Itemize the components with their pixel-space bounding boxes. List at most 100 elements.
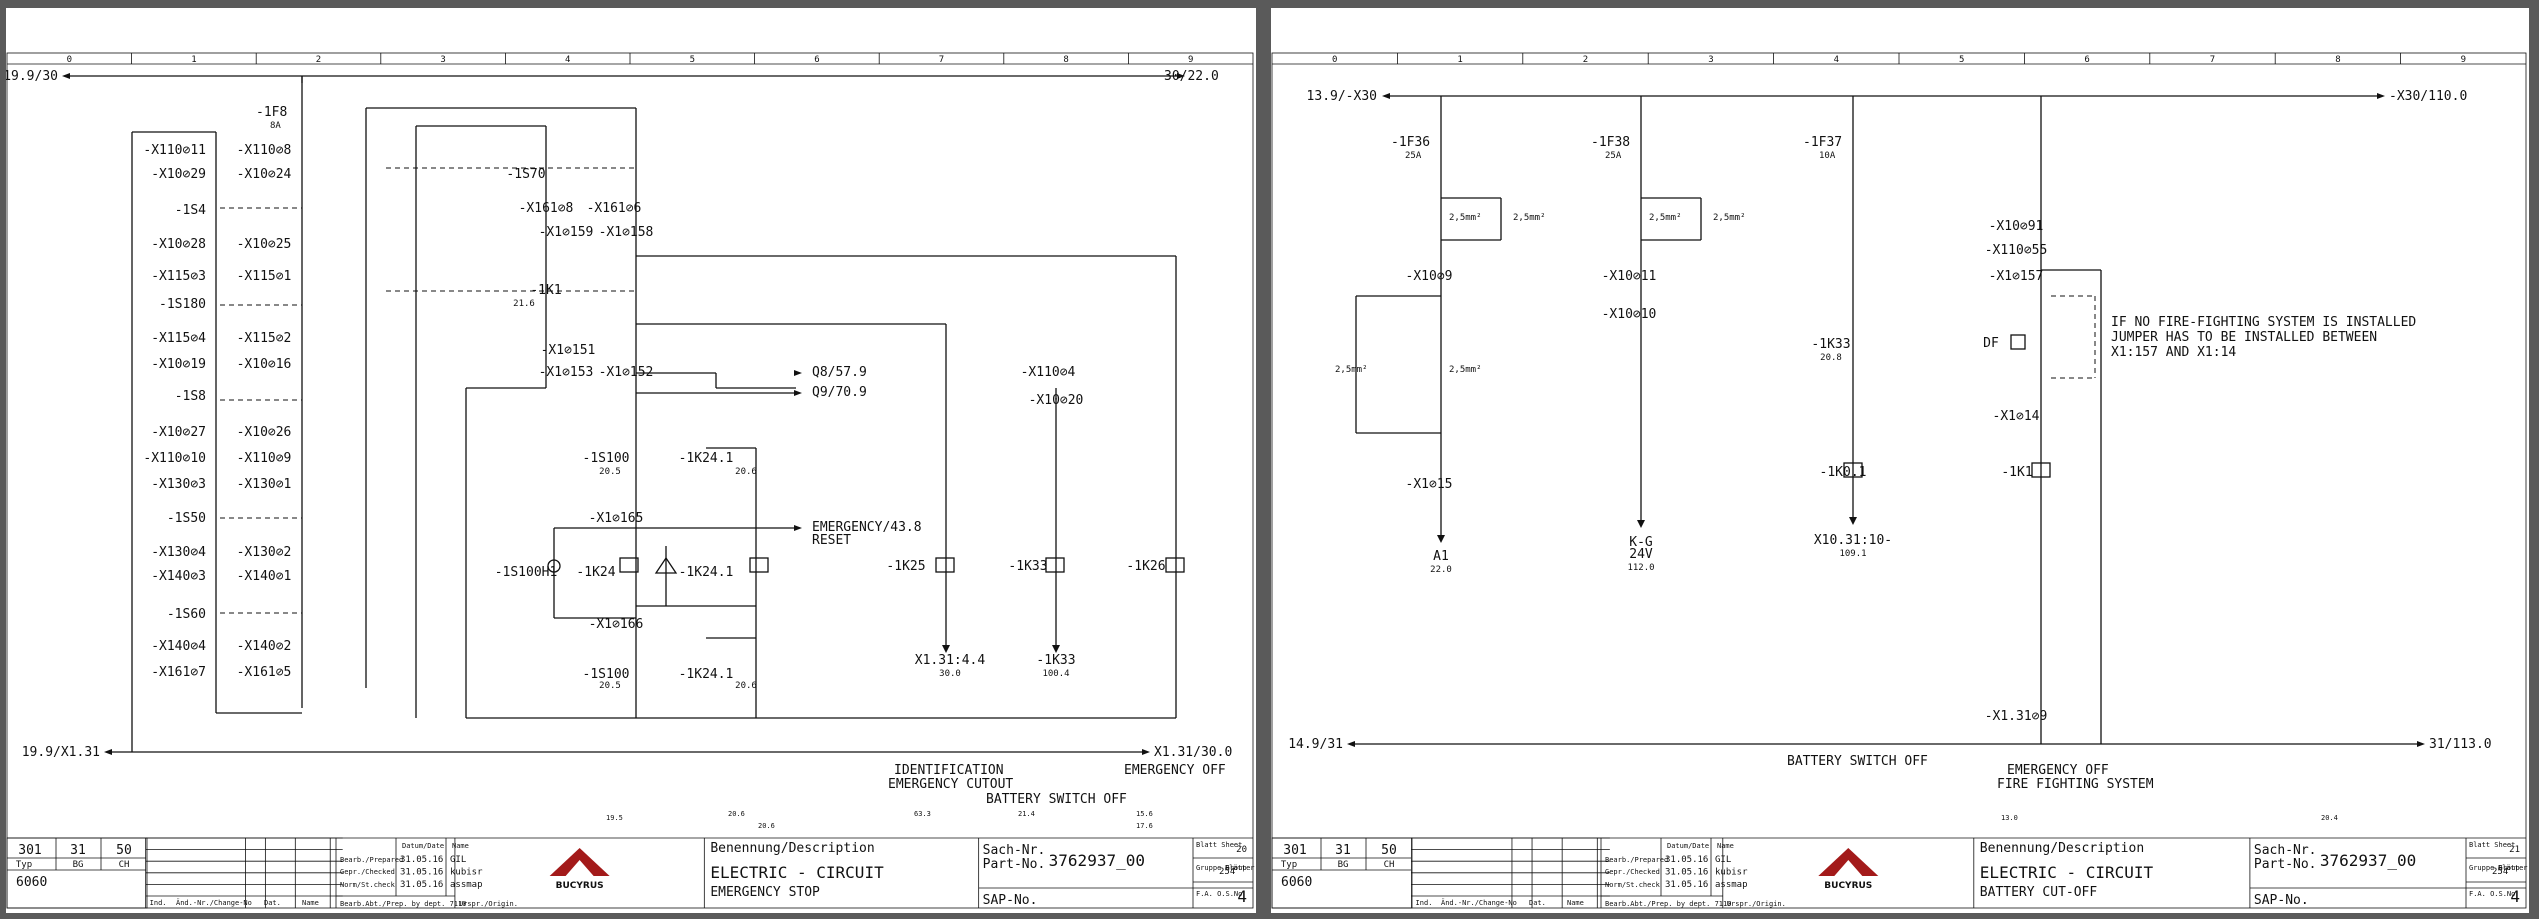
switch-row-left	[220, 207, 302, 614]
left-terminal: -1S180	[159, 297, 206, 312]
coil-1k241	[749, 557, 769, 573]
left-terminal: -X110⊘11	[143, 143, 206, 158]
relay-output: -1K33	[1036, 653, 1075, 668]
wire-gauge: 2,5mm²	[1649, 213, 1682, 223]
title-code: BG	[1338, 860, 1349, 870]
label-sach-nr: Sach-Nr.	[983, 843, 1046, 858]
grid-column-number: 2	[316, 55, 321, 65]
middle-terminal: -1S70	[506, 167, 545, 182]
rev-index: Ind.	[1416, 899, 1433, 907]
label-group: Gruppe Group	[1196, 864, 1247, 872]
label-norm: Norm/St.check	[1605, 881, 1661, 889]
middle-terminal: -X1⊘166	[589, 617, 644, 632]
grid-column-number: 6	[2084, 55, 2089, 65]
contact-ref: 20.6	[758, 822, 775, 830]
name-value: GIL	[450, 855, 466, 865]
relay-1k33: -1K33	[1008, 559, 1047, 574]
label-norm: Norm/St.check	[340, 881, 396, 889]
relay-output-ref: 30.0	[939, 669, 961, 679]
terminal-label: -X10⊘9	[1406, 269, 1453, 284]
caption-emergency-cutout: EMERGENCY CUTOUT	[888, 777, 1013, 792]
grid-column-number: 0	[1332, 55, 1337, 65]
caption-identification: IDENTIFICATION	[894, 763, 1004, 778]
rev-index: Ind.	[150, 899, 167, 907]
description-title: ELECTRIC - CIRCUIT	[1980, 863, 2154, 882]
output-label: 112.0	[1627, 563, 1654, 573]
label-sheets: Blätter Sheets	[1225, 864, 1256, 872]
title-number: 31	[70, 843, 86, 858]
middle-terminal: -X161⊘6	[587, 201, 642, 216]
ref-bot-left: 14.9/31	[1288, 737, 1343, 752]
middle-terminal: -1K1	[530, 283, 561, 298]
label-name-header: Name	[452, 842, 469, 850]
left-terminal: -X10⊘27	[151, 425, 206, 440]
part-number: 3762937_00	[1049, 851, 1145, 870]
coil-1k33	[1045, 557, 1065, 573]
title-number: 301	[1283, 843, 1306, 858]
left-terminal: -X140⊘4	[151, 639, 206, 654]
terminal-label: -1K1	[2001, 465, 2032, 480]
contact-ref: 15.6	[1136, 810, 1153, 818]
cross-ref: 20.5	[599, 681, 621, 691]
coil-1k1	[2031, 462, 2051, 478]
label-name-header: Name	[1717, 842, 1734, 850]
ref-bot-right: 31/113.0	[2429, 737, 2492, 752]
grid-column-number: 8	[2335, 55, 2340, 65]
label-dept: Bearb.Abt./Prep. by dept. 7110	[340, 900, 466, 908]
brand-name: BUCYRUS	[556, 881, 604, 891]
grid-column-number: 3	[440, 55, 445, 65]
rev-date: Dat.	[264, 899, 281, 907]
name-value: kubisr	[450, 868, 483, 878]
rev-date: Dat.	[1529, 899, 1546, 907]
left-terminal: -X10⊘28	[151, 237, 206, 252]
description-subtitle: EMERGENCY STOP	[710, 885, 820, 900]
jumper-note-line2: JUMPER HAS TO BE INSTALLED BETWEEN	[2111, 330, 2377, 345]
middle-terminal: -X1⊘158	[599, 225, 654, 240]
terminal-x110-4: -X110⊘4	[1021, 365, 1076, 380]
coil-1k24	[619, 557, 639, 573]
grid-column-number: 7	[939, 55, 944, 65]
caption-fire-fighting: FIRE FIGHTING SYSTEM	[1997, 777, 2154, 792]
label-fa: F.A. O.S.No	[1196, 890, 1242, 898]
description-title: ELECTRIC - CIRCUIT	[710, 863, 884, 882]
label-sheets: Blätter Sheets	[2498, 864, 2529, 872]
middle-terminal-labels: -1S70-X161⊘8-X161⊘6-X1⊘159-X1⊘158-1K1-X1…	[495, 167, 1166, 691]
title-code: BG	[73, 860, 84, 870]
right-terminal: -X140⊘2	[237, 639, 292, 654]
terminal-x10-20: -X10⊘20	[1029, 393, 1084, 408]
label-checked: Gepr./Checked	[1605, 868, 1660, 876]
middle-terminal: -1K24	[576, 565, 615, 580]
coil-1k25	[935, 557, 955, 573]
terminal-label: -1K0.1	[1820, 465, 1867, 480]
contact-ref: 20.4	[2321, 814, 2338, 822]
label-group: Gruppe Group	[2469, 864, 2520, 872]
date-value: 31.05.16	[400, 855, 443, 865]
cross-ref: 20.6	[735, 681, 757, 691]
caption-emergency-off: EMERGENCY OFF	[1124, 763, 1226, 778]
fuse-1f8-rating: 8A	[270, 121, 281, 131]
output-label: 24V	[1629, 547, 1653, 562]
name-value: assmap	[1715, 880, 1748, 890]
grid-column-number: 2	[1583, 55, 1588, 65]
description-subtitle: BATTERY CUT-OFF	[1980, 885, 2098, 900]
label-part-no: Part-No.	[983, 857, 1046, 872]
fuse-1f36: -1F36	[1391, 135, 1430, 150]
output-label: 22.0	[1430, 565, 1452, 575]
terminal-label: -X1⊘157	[1989, 269, 2044, 284]
coil-1k01	[1843, 462, 1863, 478]
label-origin: Urspr./Origin.	[1727, 900, 1786, 908]
fuse-1f37: -1F37	[1803, 135, 1842, 150]
right-terminal: -X140⊘1	[237, 569, 292, 584]
output-q9: Q9/70.9	[812, 385, 867, 400]
middle-terminal: -X1⊘159	[539, 225, 594, 240]
grid-column-number: 1	[1457, 55, 1462, 65]
group-number: 254	[2492, 867, 2508, 877]
grid-column-number: 4	[1834, 55, 1839, 65]
right-terminal: -X10⊘24	[237, 167, 292, 182]
right-terminal: -X10⊘16	[237, 357, 292, 372]
